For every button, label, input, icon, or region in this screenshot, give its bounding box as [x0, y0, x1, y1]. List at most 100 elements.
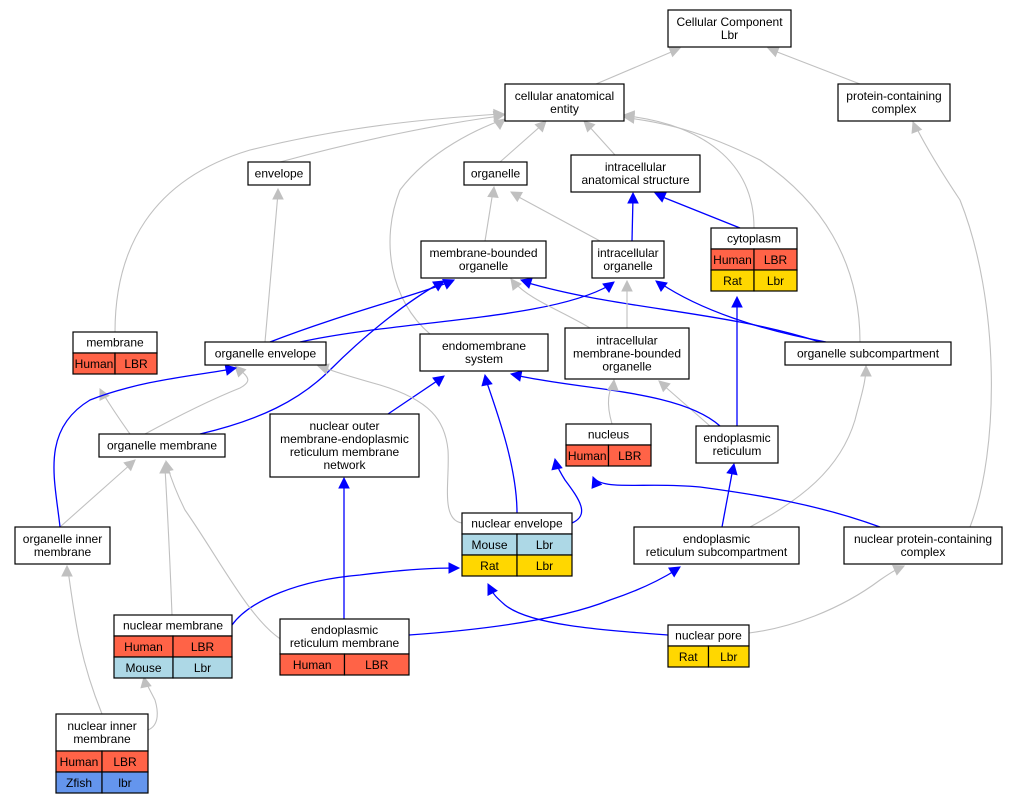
gene-label: Lbr — [720, 650, 737, 664]
arrowhead — [731, 295, 743, 308]
go-term-node-organelle-membrane[interactable]: organelle membrane — [98, 433, 226, 458]
term-label: endoplasmic — [311, 623, 378, 637]
gene-cell — [101, 771, 149, 794]
arrowhead — [509, 370, 523, 382]
term-label: complex — [901, 545, 946, 559]
gene-label: LBR — [365, 658, 389, 672]
go-term-node-organelle-envelope[interactable]: organelle envelope — [204, 341, 327, 366]
edge-part-of — [591, 475, 881, 528]
edge-layer — [53, 46, 992, 731]
term-label: complex — [872, 102, 917, 116]
term-label: reticulum — [713, 444, 762, 458]
go-term-node-nuclear-outer-membrane-er-network[interactable]: nuclear outermembrane-endoplasmicreticul… — [269, 413, 420, 478]
arrowhead — [234, 365, 247, 378]
term-label: membrane — [73, 732, 131, 746]
species-label: Human — [713, 253, 752, 267]
term-label: organelle — [471, 167, 521, 181]
term-label: network — [323, 458, 366, 472]
term-label: envelope — [255, 167, 304, 181]
term-label: nuclear inner — [67, 719, 136, 733]
edge-part-of — [551, 457, 583, 524]
term-label: intracellular — [596, 334, 657, 348]
edge-part-of — [653, 191, 741, 229]
species-label: Human — [60, 755, 99, 769]
arrowhead — [224, 364, 238, 376]
arrowhead — [591, 475, 603, 489]
species-label: Rat — [723, 274, 742, 288]
arrowhead — [602, 281, 615, 293]
term-title-box — [279, 618, 410, 655]
edge-is-a — [279, 110, 506, 163]
edge-is-a — [510, 191, 601, 242]
term-label: nuclear membrane — [123, 619, 223, 633]
edge-is-a — [766, 46, 861, 85]
term-label: reticulum membrane — [290, 445, 400, 459]
term-title-box — [564, 327, 690, 380]
go-term-node-envelope[interactable]: envelope — [247, 161, 311, 186]
go-term-node-organelle-subcompartment[interactable]: organelle subcompartment — [784, 341, 952, 366]
term-title-box — [843, 526, 1003, 565]
arrowhead — [668, 46, 682, 58]
arrowhead — [766, 46, 780, 58]
species-label: Zfish — [66, 776, 92, 790]
edge-is-a — [658, 380, 711, 427]
species-label: Mouse — [471, 538, 507, 552]
species-label: Human — [568, 449, 607, 463]
term-label: nuclear pore — [675, 629, 742, 643]
arrowhead — [911, 120, 923, 134]
term-title-box — [570, 154, 701, 193]
edge-part-of — [231, 562, 461, 626]
edge-is-a — [99, 388, 131, 435]
term-title-box — [695, 425, 779, 464]
term-label: reticulum membrane — [290, 636, 400, 650]
term-label: nucleus — [588, 428, 629, 442]
gene-cell — [516, 554, 573, 577]
term-label: intracellular — [597, 246, 658, 260]
edge-part-of — [387, 375, 445, 415]
edge-part-of — [627, 191, 639, 242]
term-title-box — [247, 161, 311, 186]
arrowhead — [432, 375, 445, 387]
arrowhead — [607, 378, 619, 392]
term-label: system — [465, 352, 503, 366]
edge-is-a — [607, 378, 619, 425]
edge-is-a — [140, 675, 158, 731]
term-title-box — [420, 240, 547, 279]
term-label: membrane — [86, 336, 144, 350]
edge-is-a — [749, 364, 872, 528]
term-label: endoplasmic — [703, 431, 770, 445]
gene-cell — [753, 269, 798, 292]
edge-part-of — [519, 277, 821, 343]
arrowhead — [519, 277, 533, 289]
gene-label: Lbr — [767, 274, 784, 288]
go-term-node-organelle[interactable]: organelle — [463, 161, 528, 186]
arrowhead — [534, 120, 547, 133]
arrowhead — [123, 459, 136, 472]
term-title-box — [504, 83, 625, 122]
edge-is-a — [911, 120, 992, 528]
term-label: Cellular Component — [676, 15, 783, 29]
arrowhead — [487, 583, 498, 596]
term-label: organelle envelope — [215, 347, 317, 361]
term-title-box — [591, 240, 665, 279]
